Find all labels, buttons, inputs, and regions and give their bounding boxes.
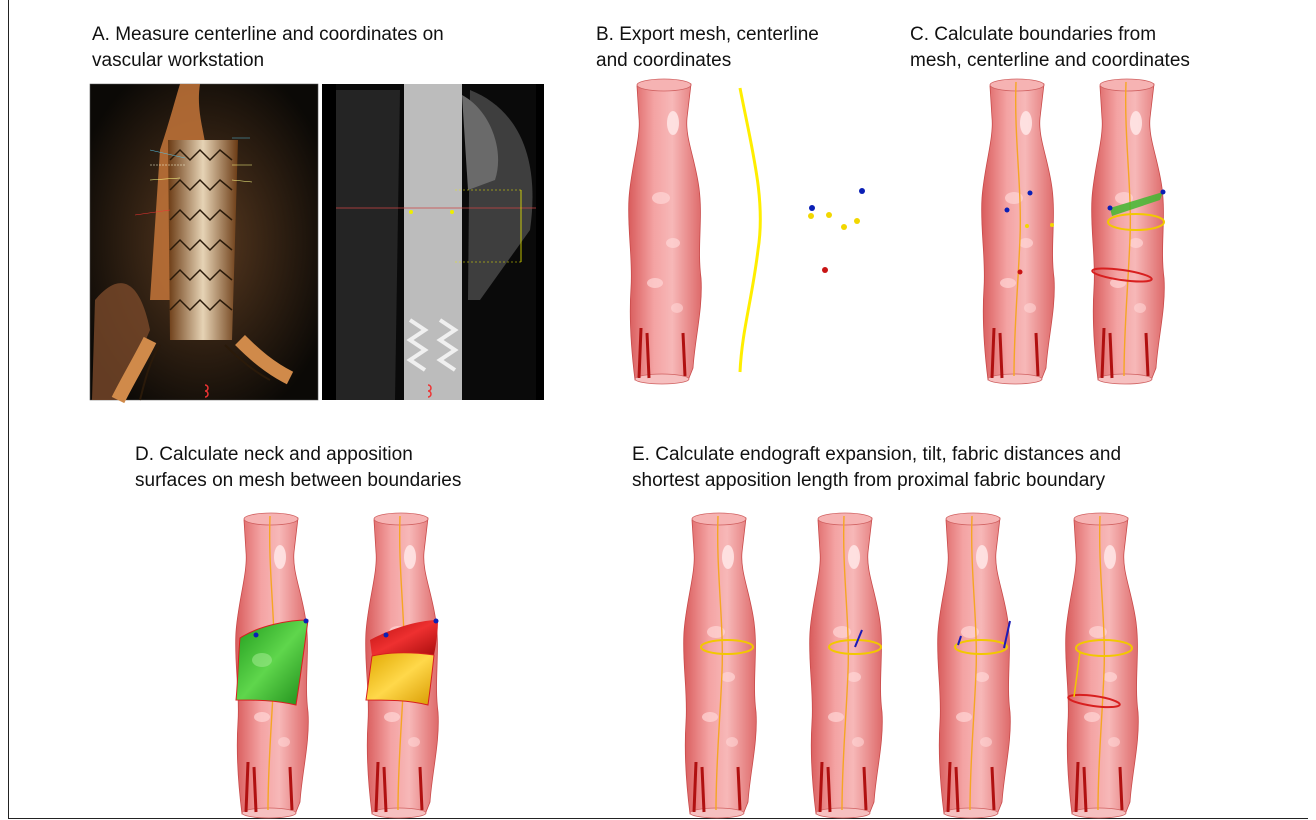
panel-b-mesh	[629, 79, 702, 384]
panel-e-mesh-3	[938, 513, 1011, 818]
panel-c-mesh-2	[1092, 79, 1165, 384]
panel-e-mesh-2	[810, 513, 883, 818]
apposition-surface-yellow	[366, 653, 434, 705]
panel-c-figure	[982, 79, 1166, 384]
panel-a-figure	[90, 84, 544, 400]
panel-b-coordinate-yellow-4	[841, 224, 847, 230]
panel-b-coordinate-yellow-3	[854, 218, 860, 224]
panel-e-mesh-4	[1066, 513, 1139, 818]
panel-c-mesh-1	[982, 79, 1055, 384]
panel-d-figure	[236, 513, 439, 818]
panel-b-figure	[629, 79, 865, 384]
stent-graft	[168, 140, 238, 340]
panel-e-mesh-1	[684, 513, 757, 818]
panel-b-coordinate-blue-1	[859, 188, 865, 194]
panel-b-coordinate-blue-2	[809, 205, 815, 211]
panel-b-coordinate-red	[822, 267, 828, 273]
panel-b-coordinate-yellow-2	[826, 212, 832, 218]
panel-e-figure	[684, 513, 1139, 818]
panel-b-centerline	[740, 88, 760, 372]
panel-b-coordinate-yellow-1	[808, 213, 814, 219]
